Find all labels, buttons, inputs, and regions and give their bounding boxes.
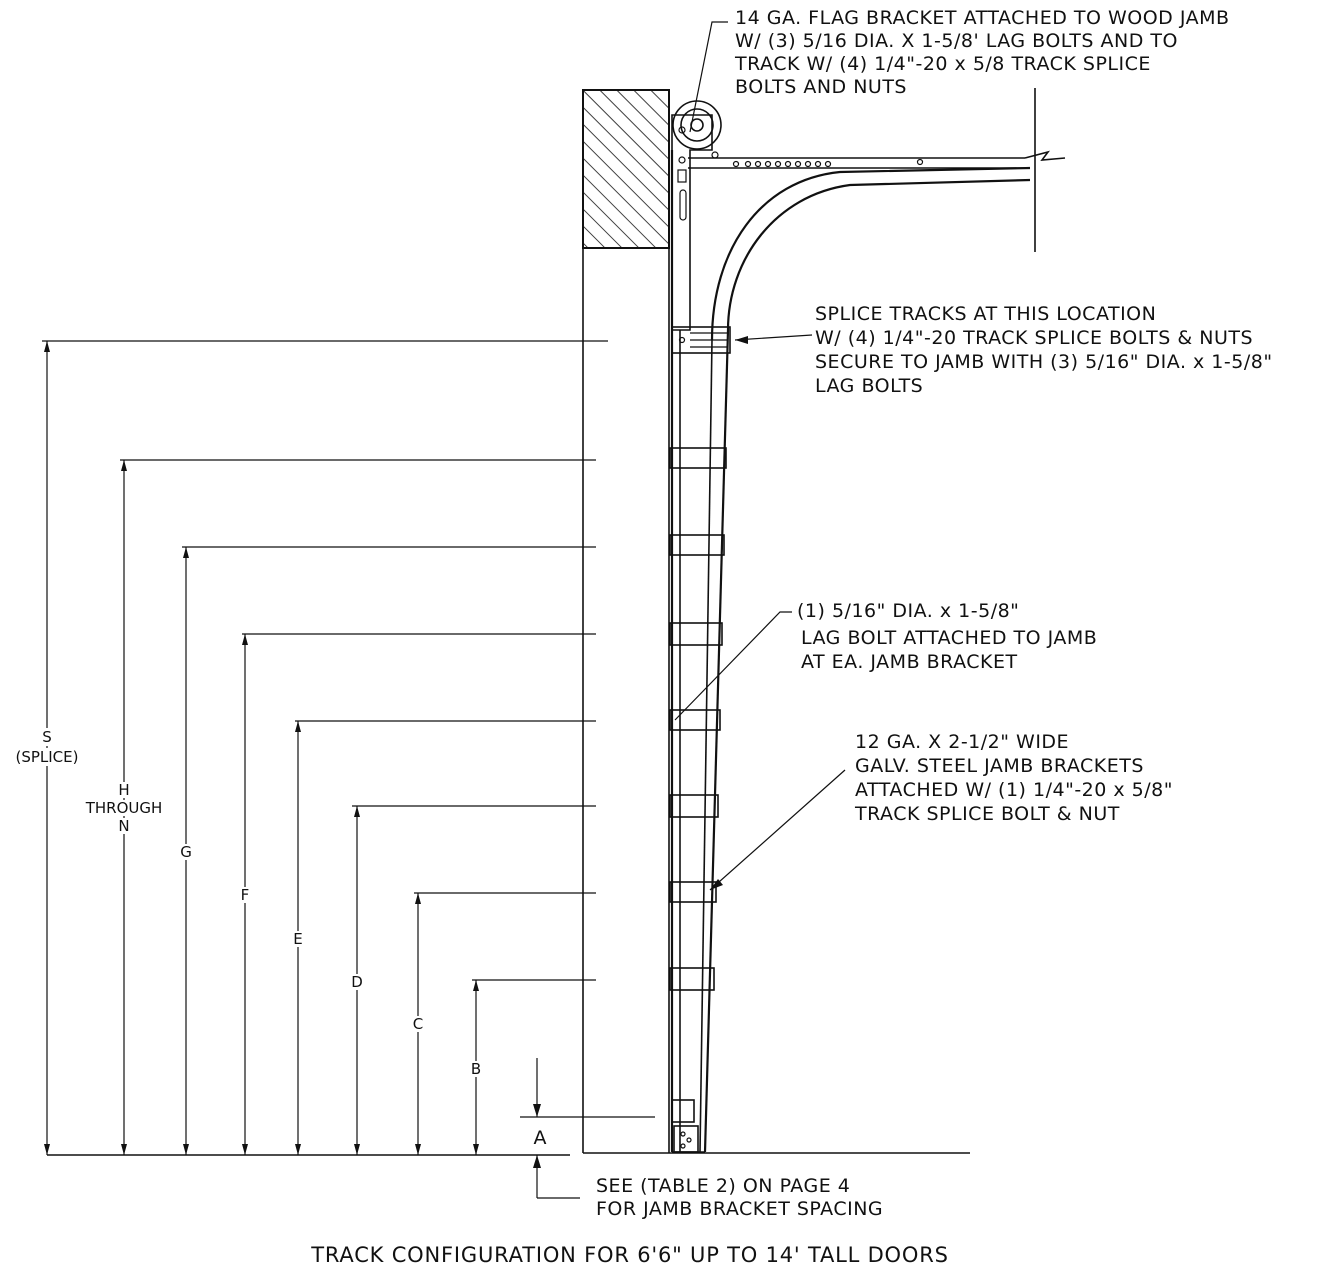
- svg-text:SPLICE TRACKS AT THIS LOCATION: SPLICE TRACKS AT THIS LOCATION: [815, 303, 1156, 325]
- jamb-bracket: [669, 447, 727, 469]
- dim-label-b: B: [471, 1060, 481, 1078]
- note-splice: SPLICE TRACKS AT THIS LOCATION W/ (4) 1/…: [815, 303, 1273, 397]
- dim-label-through: THROUGH: [85, 799, 163, 817]
- flag-bracket: [671, 100, 722, 331]
- dim-label-c: C: [413, 1015, 423, 1033]
- leader-lines: [674, 21, 846, 891]
- svg-text:TRACK SPLICE BOLT & NUT: TRACK SPLICE BOLT & NUT: [854, 803, 1120, 825]
- dim-label-s: S: [42, 728, 52, 746]
- pulley-outer: [672, 100, 722, 150]
- diagram-title: TRACK CONFIGURATION FOR 6'6" UP TO 14' T…: [310, 1243, 949, 1267]
- svg-text:TRACK W/ (4) 1/4"-20 x 5/8 TRA: TRACK W/ (4) 1/4"-20 x 5/8 TRACK SPLICE: [734, 53, 1151, 75]
- svg-text:ATTACHED W/ (1) 1/4"-20 x 5/8": ATTACHED W/ (1) 1/4"-20 x 5/8": [855, 779, 1173, 801]
- svg-text:LAG BOLTS: LAG BOLTS: [815, 375, 923, 397]
- svg-text:BOLTS AND NUTS: BOLTS AND NUTS: [735, 76, 907, 98]
- note-see-table: SEE (TABLE 2) ON PAGE 4 FOR JAMB BRACKET…: [596, 1175, 883, 1220]
- jamb-bracket: [669, 794, 719, 818]
- svg-text:W/ (4) 1/4"-20 TRACK SPLICE BO: W/ (4) 1/4"-20 TRACK SPLICE BOLTS & NUTS: [815, 327, 1253, 349]
- jamb-brackets: [669, 447, 727, 1153]
- svg-text:GALV. STEEL JAMB BRACKETS: GALV. STEEL JAMB BRACKETS: [855, 755, 1144, 777]
- svg-text:AT EA. JAMB BRACKET: AT EA. JAMB BRACKET: [801, 651, 1018, 673]
- jamb-bracket: [669, 622, 723, 646]
- svg-text:SEE (TABLE 2) ON PAGE 4: SEE (TABLE 2) ON PAGE 4: [596, 1175, 850, 1197]
- svg-text:(1) 5/16" DIA. x 1-5/8": (1) 5/16" DIA. x 1-5/8": [797, 600, 1019, 622]
- dimension-lines: [42, 340, 655, 1199]
- svg-text:LAG BOLT ATTACHED TO JAMB: LAG BOLT ATTACHED TO JAMB: [801, 627, 1097, 649]
- svg-text:FOR JAMB BRACKET SPACING: FOR JAMB BRACKET SPACING: [596, 1198, 883, 1220]
- jamb-bracket: [669, 709, 721, 731]
- dim-label-splice: (SPLICE): [15, 748, 78, 766]
- jamb-bracket: [671, 1099, 695, 1123]
- svg-text:W/ (3) 5/16 DIA. X 1-5/8' LAG: W/ (3) 5/16 DIA. X 1-5/8' LAG BOLTS AND …: [735, 30, 1178, 52]
- splice-plate: [671, 326, 731, 354]
- svg-text:12 GA. X 2-1/2" WIDE: 12 GA. X 2-1/2" WIDE: [855, 731, 1069, 753]
- jamb-bracket: [669, 967, 715, 991]
- dim-label-g: G: [180, 843, 192, 861]
- svg-text:14 GA. FLAG BRACKET ATTACHED T: 14 GA. FLAG BRACKET ATTACHED TO WOOD JAM…: [735, 7, 1230, 29]
- horizontal-track: [688, 88, 1066, 341]
- dim-label-h: H: [118, 781, 129, 799]
- vertical-track: [670, 150, 730, 1153]
- dim-label-a: A: [534, 1127, 547, 1149]
- note-lag-bolt: (1) 5/16" DIA. x 1-5/8" LAG BOLT ATTACHE…: [797, 600, 1097, 673]
- angle-holes: [732, 158, 924, 168]
- jamb-bracket: [669, 534, 725, 556]
- jamb-bracket: [669, 881, 717, 903]
- note-jamb-brackets: 12 GA. X 2-1/2" WIDE GALV. STEEL JAMB BR…: [854, 731, 1173, 825]
- dimension-labels: S (SPLICE) H THROUGH N G F E D C B A: [6, 728, 547, 1149]
- bottom-bracket: [673, 1125, 699, 1153]
- wood-header-hatch: [582, 89, 670, 249]
- svg-text:SECURE TO JAMB WITH (3) 5/16": SECURE TO JAMB WITH (3) 5/16" DIA. x 1-5…: [815, 351, 1273, 373]
- wall-jamb: [582, 89, 670, 1153]
- dim-label-d: D: [351, 973, 363, 991]
- dim-label-n: N: [118, 817, 129, 835]
- dim-label-f: F: [241, 886, 250, 904]
- dim-label-e: E: [293, 930, 302, 948]
- note-flag-bracket: 14 GA. FLAG BRACKET ATTACHED TO WOOD JAM…: [734, 7, 1230, 98]
